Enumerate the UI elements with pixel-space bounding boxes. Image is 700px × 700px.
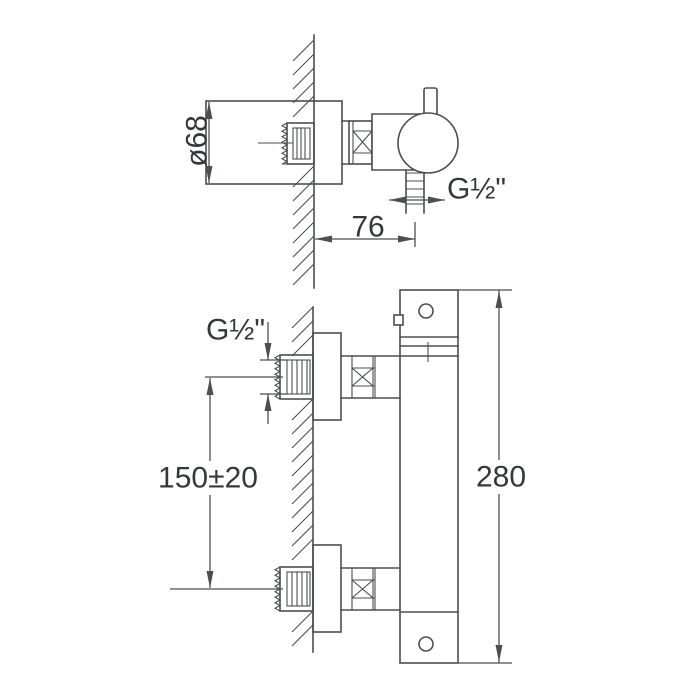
dimension-arrowheads bbox=[205, 102, 503, 662]
valve-symbol bbox=[348, 120, 373, 165]
dim-label-escutcheon-diameter: ø68 bbox=[181, 115, 214, 167]
top-mounting-hole bbox=[418, 303, 434, 319]
side-notch bbox=[393, 314, 404, 326]
escutcheon bbox=[312, 544, 342, 633]
front-view: G½" 150±20 280 bbox=[158, 289, 526, 664]
neck-lines bbox=[341, 120, 350, 165]
dim-label-outlet-thread: G½" bbox=[447, 173, 506, 206]
knob bbox=[397, 112, 459, 174]
top-inlet-connection bbox=[205, 332, 459, 421]
bar-outline bbox=[399, 289, 459, 664]
bar-detail-lines bbox=[399, 336, 459, 613]
escutcheon bbox=[312, 332, 342, 421]
dim-label-wall-distance: 76 bbox=[351, 211, 384, 244]
escutcheon-side bbox=[205, 100, 343, 185]
bottom-inlet-connection bbox=[170, 544, 401, 633]
outlet-hose bbox=[405, 169, 425, 214]
valve-symbol bbox=[351, 568, 376, 610]
nipple-thread-block bbox=[286, 359, 311, 395]
dim-label-inlet-thread: G½" bbox=[206, 314, 265, 347]
valve-connector-lines bbox=[340, 567, 401, 611]
bottom-mounting-hole bbox=[418, 636, 434, 652]
thread-lines bbox=[291, 572, 308, 606]
dim-line-height bbox=[458, 289, 512, 664]
dim-label-total-height: 280 bbox=[476, 461, 526, 494]
nipple-thread-block bbox=[286, 571, 311, 607]
side-view: ø68 G½" 76 bbox=[181, 34, 506, 289]
mixer-bar bbox=[393, 289, 459, 664]
thread-lines bbox=[296, 128, 306, 159]
thread-lines bbox=[291, 360, 308, 394]
handle bbox=[423, 87, 438, 117]
dim-label-inlet-spacing: 150±20 bbox=[158, 462, 258, 495]
wall-hatching bbox=[291, 39, 315, 647]
thread-profile-edges bbox=[273, 122, 289, 612]
valve-symbol bbox=[351, 356, 376, 398]
